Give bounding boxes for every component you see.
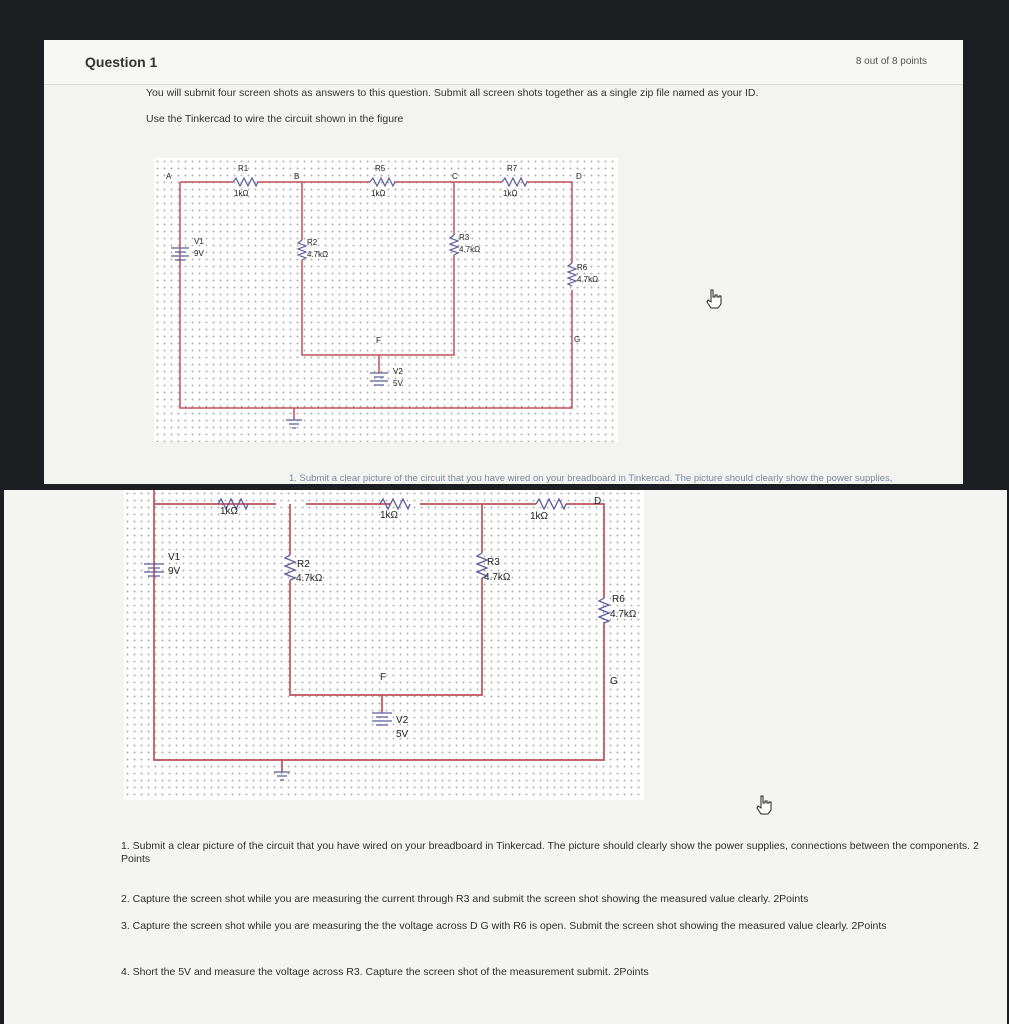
node-d-label: D [576, 172, 582, 181]
r7-value-zoomed: 1kΩ [530, 511, 549, 522]
ground-symbol [286, 419, 302, 429]
v2-name: V2 [393, 367, 403, 376]
node-g-label-zoomed: G [610, 676, 618, 687]
r5-value: 1kΩ [371, 189, 385, 198]
r2-name-zoomed: R2 [297, 559, 310, 570]
r7-symbol [501, 176, 528, 188]
r1-value: 1kΩ [234, 189, 248, 198]
v2-value: 5V [393, 379, 403, 388]
question-title: Question 1 [85, 54, 158, 70]
r6-name: R6 [577, 263, 588, 272]
v1-symbol-zoomed [144, 563, 164, 577]
node-d-label-zoomed: D [594, 496, 601, 507]
v1-name-zoomed: V1 [168, 552, 181, 563]
overlapped-task-text: 1. Submit a clear picture of the circuit… [289, 473, 893, 484]
r6-symbol [566, 262, 578, 287]
r1-symbol-zoomed [217, 497, 249, 511]
node-a-label: A [166, 172, 172, 181]
r7-name: R7 [507, 164, 518, 173]
v1-value: 9V [194, 249, 204, 258]
node-g-label: G [574, 335, 580, 344]
node-f-label-zoomed: F [380, 672, 386, 683]
v1-symbol [171, 247, 189, 261]
r6-value: 4.7kΩ [577, 275, 598, 284]
r3-symbol-zoomed [475, 552, 489, 579]
r5-symbol [369, 176, 396, 188]
r2-name: R2 [307, 238, 318, 247]
instruction-line-1: You will submit four screen shots as ans… [146, 87, 759, 99]
r5-symbol-zoomed [379, 497, 411, 511]
r6-value-zoomed: 4.7kΩ [610, 609, 637, 620]
v1-name: V1 [194, 237, 204, 246]
r6-symbol-zoomed [597, 597, 611, 624]
v2-value-zoomed: 5V [396, 729, 409, 740]
screenshot-question-top: Question 1 8 out of 8 points You will su… [44, 40, 963, 484]
r5-name: R5 [375, 164, 386, 173]
r3-name: R3 [459, 233, 470, 242]
v1-value-zoomed: 9V [168, 566, 181, 577]
r7-value: 1kΩ [503, 189, 517, 198]
node-c-label: C [452, 172, 458, 181]
screenshot-question-bottom: 1kΩ 1kΩ 1kΩ D V1 9V R2 4.7kΩ R3 4.7kΩ R6… [4, 490, 1007, 1024]
r1-value-zoomed: 1kΩ [220, 506, 239, 517]
r1-name: R1 [238, 164, 249, 173]
r2-value: 4.7kΩ [307, 250, 328, 259]
r3-value: 4.7kΩ [459, 245, 480, 254]
r3-name-zoomed: R3 [487, 557, 500, 568]
r6-name-zoomed: R6 [612, 594, 625, 605]
ground-symbol-zoomed [274, 771, 290, 781]
r3-value-zoomed: 4.7kΩ [484, 572, 511, 583]
r7-symbol-zoomed [535, 497, 567, 511]
hand-pointer-icon-2 [756, 795, 772, 815]
r2-value-zoomed: 4.7kΩ [296, 573, 323, 584]
v2-name-zoomed: V2 [396, 715, 409, 726]
node-f-label: F [376, 336, 381, 345]
v2-symbol [370, 372, 388, 386]
question-header: Question 1 8 out of 8 points [44, 40, 963, 85]
r3-symbol [448, 234, 460, 256]
circuit-components [171, 176, 578, 429]
node-b-label: B [294, 172, 299, 181]
task-item-4: 4. Short the 5V and measure the voltage … [121, 966, 649, 978]
circuit-schematic-zoomed: 1kΩ 1kΩ 1kΩ D V1 9V R2 4.7kΩ R3 4.7kΩ R6… [124, 490, 644, 800]
r1-symbol [232, 176, 259, 188]
circuit-components-zoomed [144, 497, 611, 781]
question-points: 8 out of 8 points [855, 56, 927, 67]
task-item-2: 2. Capture the screen shot while you are… [121, 893, 809, 905]
circuit-schematic: A B C D F G R1 1kΩ R5 1kΩ R7 1kΩ R2 4.7k… [154, 158, 618, 442]
v2-symbol-zoomed [372, 712, 392, 726]
r5-value-zoomed: 1kΩ [380, 510, 399, 521]
instruction-line-2: Use the Tinkercad to wire the circuit sh… [146, 113, 404, 125]
task-item-1: 1. Submit a clear picture of the circuit… [121, 840, 979, 865]
hand-pointer-icon [706, 289, 722, 309]
r2-symbol-zoomed [283, 554, 297, 581]
r2-symbol [296, 239, 308, 261]
circuit-wires-zoomed [153, 490, 605, 772]
circuit-wires [179, 181, 573, 420]
task-item-3: 3. Capture the screen shot while you are… [121, 920, 887, 932]
